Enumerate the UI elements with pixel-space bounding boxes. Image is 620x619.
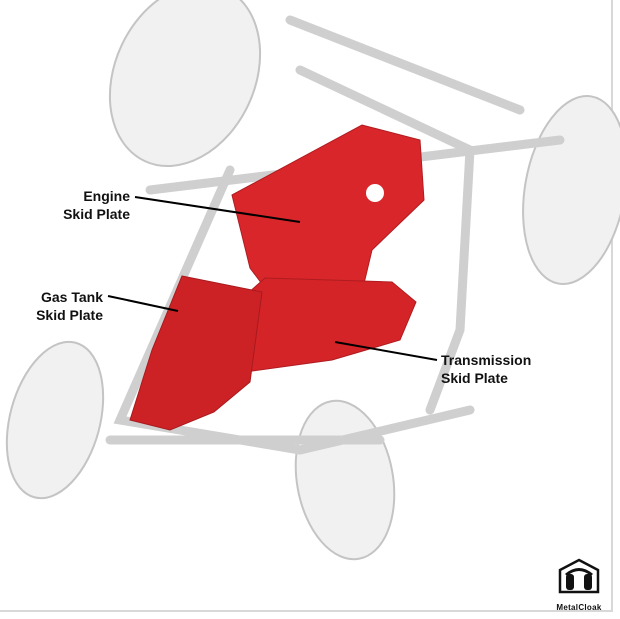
label-line: Gas Tank — [41, 289, 103, 305]
tire-rear-right — [294, 399, 396, 561]
label-line: Engine — [83, 188, 130, 204]
metalcloak-logo: MetalCloak — [548, 558, 610, 612]
label-line: Skid Plate — [36, 307, 103, 323]
skid-plates — [129, 124, 425, 431]
tire-rear-left — [5, 340, 105, 500]
engine-leader-line — [134, 196, 301, 223]
gas-tank-skid-plate-label: Gas Tank Skid Plate — [0, 288, 103, 324]
label-line: Skid Plate — [441, 370, 508, 386]
engine-skid-plate-label: Engine Skid Plate — [30, 187, 130, 223]
transmission-leader-line — [334, 341, 438, 361]
gas-tank-skid-plate — [129, 275, 263, 431]
plate-access-hole — [366, 184, 384, 202]
tire-front-right — [522, 95, 620, 285]
label-line: Transmission — [441, 352, 532, 368]
leader-lines — [107, 196, 438, 361]
gas-tank-leader-line — [107, 295, 179, 312]
transmission-skid-plate — [237, 277, 417, 373]
engine-skid-plate — [231, 124, 425, 293]
logo-mark-icon — [558, 558, 600, 594]
tire-front-left — [108, 0, 262, 168]
transmission-skid-plate-label: Transmission Skid Plate — [441, 351, 561, 387]
label-line: Skid Plate — [63, 206, 130, 222]
logo-text: MetalCloak — [556, 603, 602, 612]
